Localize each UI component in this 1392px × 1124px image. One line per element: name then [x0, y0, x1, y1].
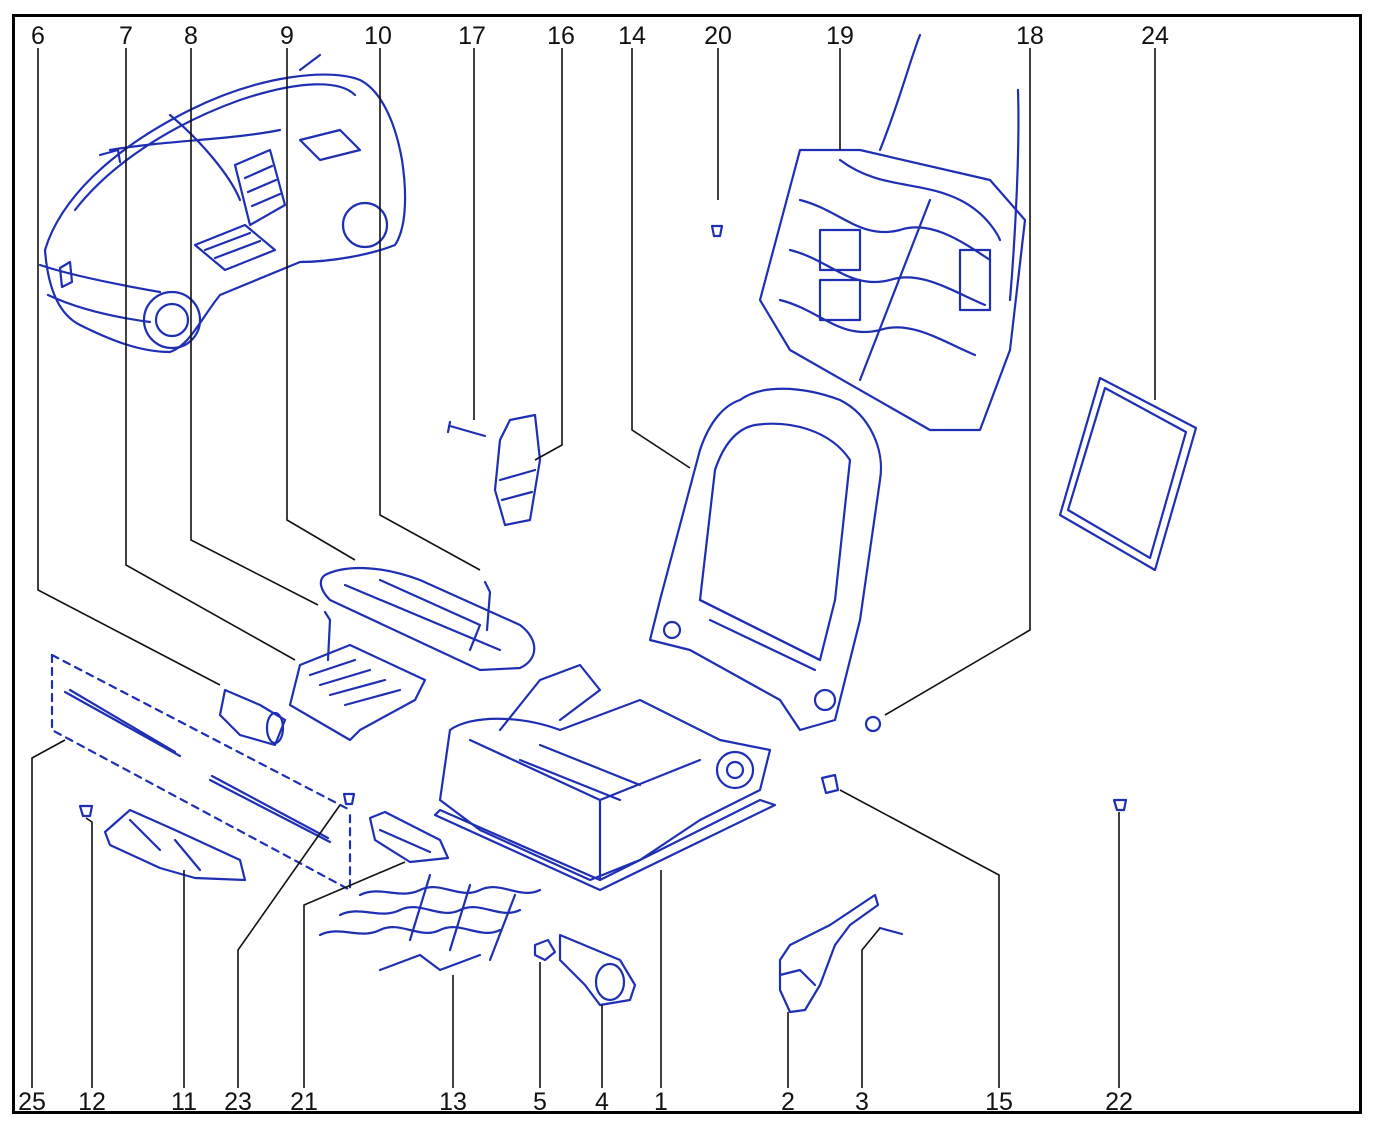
screw-23	[342, 792, 356, 806]
callout-10: 10	[364, 22, 392, 50]
callout-12: 12	[78, 1088, 106, 1116]
callout-16: 16	[547, 22, 575, 50]
lumbar-motor-6	[218, 688, 287, 747]
callout-19: 19	[826, 22, 854, 50]
callout-5: 5	[533, 1088, 547, 1116]
callout-14: 14	[618, 22, 646, 50]
height-adjust-motor	[493, 413, 542, 527]
callout-1: 1	[654, 1088, 668, 1116]
callout-22: 22	[1105, 1088, 1133, 1116]
slide-motor-4	[558, 933, 637, 1007]
callout-23: 23	[224, 1088, 252, 1116]
callout-20: 20	[704, 22, 732, 50]
seat-cushion-frame	[433, 663, 777, 892]
release-lever-2	[778, 893, 880, 1014]
callout-21: 21	[290, 1088, 318, 1116]
vehicle-location-illustration	[38, 53, 407, 354]
screw-12	[78, 804, 94, 818]
control-module	[288, 643, 427, 742]
callout-6: 6	[31, 22, 45, 50]
washer-18	[864, 715, 882, 733]
callout-7: 7	[119, 22, 133, 50]
callout-3: 3	[855, 1088, 869, 1116]
callout-11: 11	[171, 1088, 197, 1116]
bolt-8	[323, 610, 332, 662]
callout-15: 15	[985, 1088, 1013, 1116]
screw-10	[483, 580, 492, 632]
pin-3	[878, 926, 904, 936]
callout-17: 17	[458, 22, 486, 50]
screw-20	[710, 224, 724, 238]
callout-13: 13	[439, 1088, 467, 1116]
callout-2: 2	[781, 1088, 795, 1116]
seat-springs-13	[318, 873, 542, 972]
callout-18: 18	[1016, 22, 1044, 50]
bracket-11	[103, 808, 247, 882]
callout-9: 9	[280, 22, 294, 50]
nut-15	[820, 773, 840, 795]
callout-4: 4	[595, 1088, 609, 1116]
leader-lines	[31, 48, 1156, 1088]
rod-kit	[50, 653, 352, 892]
seat-back-pad	[1058, 376, 1198, 572]
seat-back-spring-frame	[758, 33, 1027, 432]
bracket-21	[368, 810, 450, 864]
seat-cushion-tray	[319, 566, 536, 672]
callout-25: 25	[18, 1088, 46, 1116]
callout-24: 24	[1141, 22, 1169, 50]
screw-22	[1112, 798, 1128, 812]
bolt-17	[446, 420, 487, 438]
callout-8: 8	[184, 22, 198, 50]
diagram-frame	[12, 14, 1362, 1114]
bushing-5	[533, 938, 557, 962]
seat-back-frame	[648, 387, 882, 732]
